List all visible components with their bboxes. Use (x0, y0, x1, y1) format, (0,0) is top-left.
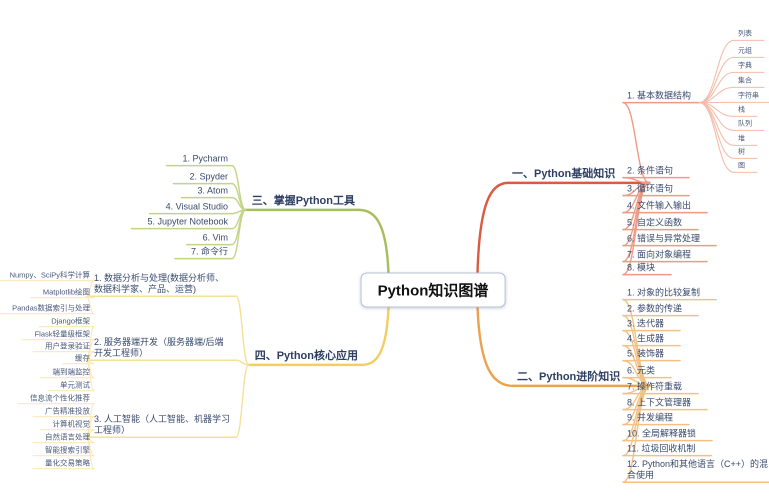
node-b2-child-11[interactable]: 11. 垃圾回收机制 (627, 443, 696, 454)
node-b3-child-5[interactable]: 5. Jupyter Notebook (147, 216, 228, 227)
leaf-b4-c2-5[interactable]: 端到端监控 (52, 367, 91, 377)
node-b2-child-2[interactable]: 2. 参数的传递 (627, 303, 683, 314)
node-b2-child-10[interactable]: 10. 全局解释器锁 (627, 428, 697, 439)
node-b3-child-4[interactable]: 4. Visual Studio (165, 201, 228, 212)
leaf-b4-c2-6[interactable]: 单元测试 (60, 380, 90, 390)
leaf-b4-c3-5[interactable]: 智能搜索引擎 (45, 445, 90, 455)
node-b2-child-9[interactable]: 9. 并发编程 (627, 412, 674, 423)
node-b1-child-2[interactable]: 2. 条件语句 (627, 165, 674, 176)
branch-1-label[interactable]: 一、Python基础知识 (512, 168, 616, 181)
node-b2-child-8[interactable]: 8. 上下文管理器 (627, 397, 692, 408)
leaf-b1-c1-8[interactable]: 堆 (738, 135, 745, 143)
node-b2-child-3[interactable]: 3. 迭代器 (627, 318, 665, 329)
leaf-b4-c2-2[interactable]: Flask轻量级框架 (34, 329, 90, 339)
node-b3-child-6[interactable]: 6. Vim (202, 232, 228, 243)
leaf-b1-c1-2[interactable]: 元组 (738, 47, 752, 55)
central-topic[interactable]: Python知识图谱 (360, 272, 506, 308)
node-b2-child-12[interactable]: 12. Python和其他语言（C++）的混合使用 (627, 458, 769, 480)
leaf-b4-c3-4[interactable]: 自然语言处理 (45, 432, 90, 442)
branch-3-label[interactable]: 三、掌握Python工具 (251, 195, 355, 208)
leaf-b4-c2-1[interactable]: Django框架 (51, 316, 90, 326)
leaf-b4-c1-1[interactable]: Numpy、SciPy科学计算 (9, 270, 90, 280)
leaf-b1-c1-1[interactable]: 列表 (738, 30, 752, 38)
node-b3-child-3[interactable]: 3. Atom (197, 185, 228, 196)
leaf-b1-c1-10[interactable]: 图 (738, 162, 745, 170)
node-b1-child-5[interactable]: 5. 自定义函数 (627, 217, 683, 228)
leaf-b4-c3-2[interactable]: 广告精准投放 (45, 406, 90, 416)
node-b2-child-5[interactable]: 5. 装饰器 (627, 348, 665, 359)
node-b3-child-2[interactable]: 2. Spyder (189, 171, 228, 182)
leaf-b1-c1-7[interactable]: 队列 (738, 120, 752, 128)
node-b4-child-1[interactable]: 1. 数据分析与处理(数据分析师、数据科学家、产品、运营) (94, 272, 225, 294)
leaf-b1-c1-4[interactable]: 集合 (738, 77, 752, 85)
leaf-b4-c1-2[interactable]: Matplotlib绘图 (42, 287, 90, 297)
leaf-b1-c1-3[interactable]: 字典 (738, 62, 752, 70)
node-b1-child-6[interactable]: 6. 错误与异常处理 (627, 233, 701, 244)
leaf-b4-c1-3[interactable]: Pandas数据索引与处理 (12, 303, 90, 313)
node-b1-child-4[interactable]: 4. 文件输入输出 (627, 200, 692, 211)
branch-4-label[interactable]: 四、Python核心应用 (254, 350, 358, 363)
leaf-b1-c1-6[interactable]: 栈 (738, 106, 745, 114)
node-b4-child-2[interactable]: 2. 服务器端开发（服务器端/后端开发工程师） (94, 336, 224, 358)
leaf-b4-c3-3[interactable]: 计算机视觉 (52, 419, 91, 429)
node-b1-child-3[interactable]: 3. 循环语句 (627, 183, 674, 194)
node-b2-child-7[interactable]: 7. 操作符重载 (627, 381, 683, 392)
leaf-b4-c2-4[interactable]: 缓存 (75, 353, 90, 363)
node-b3-child-1[interactable]: 1. Pycharm (182, 153, 228, 164)
node-b2-child-1[interactable]: 1. 对象的比较复制 (627, 287, 701, 298)
node-b2-child-4[interactable]: 4. 生成器 (627, 333, 665, 344)
leaf-b1-c1-5[interactable]: 字符串 (738, 92, 759, 100)
leaf-b4-c2-3[interactable]: 用户登录验证 (45, 341, 90, 351)
node-b2-child-6[interactable]: 6. 元类 (627, 365, 656, 376)
node-b1-child-8[interactable]: 8. 模块 (627, 262, 656, 273)
leaf-b1-c1-9[interactable]: 树 (738, 148, 745, 156)
leaf-b4-c3-6[interactable]: 量化交易策略 (45, 458, 90, 468)
node-b1-child-7[interactable]: 7. 面向对象编程 (627, 249, 692, 260)
node-b1-child-1[interactable]: 1. 基本数据结构 (627, 90, 692, 101)
branch-2-label[interactable]: 二、Python进阶知识 (517, 371, 621, 384)
node-b4-child-3[interactable]: 3. 人工智能（人工智能、机器学习工程师） (94, 413, 231, 435)
leaf-b4-c3-1[interactable]: 信息流个性化推荐 (30, 393, 90, 403)
node-b3-child-7[interactable]: 7. 命令行 (190, 246, 228, 257)
